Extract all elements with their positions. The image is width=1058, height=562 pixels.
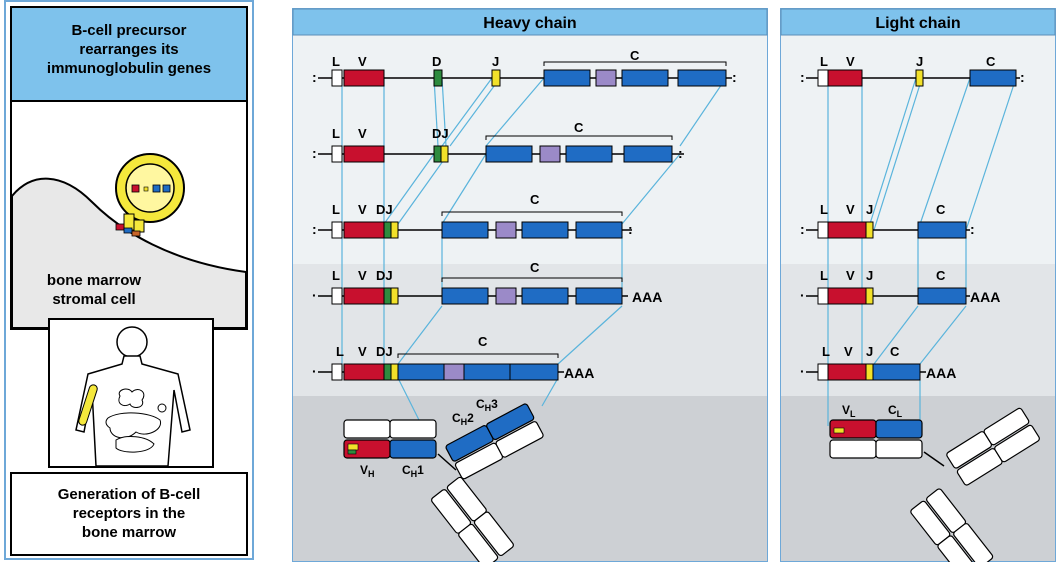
svg-text:C: C [936,202,946,217]
svg-text:V: V [846,202,855,217]
svg-text:J: J [866,202,873,217]
svg-text::: : [628,221,633,237]
svg-text:L: L [332,126,340,141]
svg-text:C: C [936,268,946,283]
svg-text:L: L [820,54,828,69]
svg-text::: : [312,69,317,85]
svg-text:V: V [358,268,367,283]
light-chain-panel: Light chain : : L V J C : : L V J C · [780,8,1056,562]
svg-text:C: C [530,192,540,207]
stromal-cell-label: bone marrow stromal cell [10,272,246,310]
svg-text:J: J [916,54,923,69]
svg-text:J: J [866,344,873,359]
svg-text:J: J [492,54,499,69]
head [117,327,147,357]
stromal-cell-box: bone marrow stromal cell [10,102,248,330]
svg-text:J: J [866,268,873,283]
svg-text:V: V [358,126,367,141]
svg-text:V: V [358,54,367,69]
body-illustration-box [48,318,214,468]
svg-text:V: V [358,202,367,217]
svg-text:·: · [800,363,805,379]
svg-text:V: V [358,344,367,359]
svg-text:C: C [574,120,584,135]
svg-text::: : [1020,69,1025,85]
svg-text::: : [678,145,683,161]
svg-text:DJ: DJ [432,126,449,141]
svg-text:V: V [846,268,855,283]
svg-text:AAA: AAA [632,289,662,305]
left-title-box: B-cell precursor rearranges its immunogl… [10,6,248,102]
svg-text::: : [970,221,975,237]
left-bottom-box: Generation of B-cell receptors in the bo… [10,472,248,556]
heavy-chain-title: Heavy chain [483,15,576,32]
svg-text::: : [312,145,317,161]
svg-text::: : [732,69,737,85]
svg-text:V: V [846,54,855,69]
svg-text:L: L [820,202,828,217]
svg-text:L: L [332,268,340,283]
svg-text:C: C [630,48,640,63]
svg-text:L: L [332,202,340,217]
svg-text:D: D [432,54,441,69]
svg-text::: : [312,221,317,237]
svg-text:AAA: AAA [564,365,594,381]
svg-text:DJ: DJ [376,344,393,359]
left-panel: B-cell precursor rearranges its immunogl… [4,0,254,560]
svg-text:·: · [312,363,317,379]
left-title: B-cell precursor rearranges its immunogl… [12,22,246,78]
svg-text:DJ: DJ [376,268,393,283]
svg-text:L: L [820,268,828,283]
svg-text:·: · [312,287,317,303]
svg-text:AAA: AAA [926,365,956,381]
svg-text:C: C [530,260,540,275]
svg-text:L: L [822,344,830,359]
svg-text:C: C [986,54,996,69]
svg-text:V: V [844,344,853,359]
heavy-chain-panel: Heavy chain : : L V D J C : [292,8,768,562]
svg-text::: : [800,69,805,85]
human-body-illustration [50,320,212,466]
svg-text::: : [800,221,805,237]
svg-text:L: L [336,344,344,359]
svg-text:L: L [332,54,340,69]
left-bottom-caption: Generation of B-cell receptors in the bo… [12,486,246,542]
svg-text:AAA: AAA [970,289,1000,305]
svg-text:C: C [478,334,488,349]
svg-text:·: · [800,287,805,303]
svg-text:DJ: DJ [376,202,393,217]
svg-text:C: C [890,344,900,359]
light-chain-title: Light chain [875,15,960,32]
